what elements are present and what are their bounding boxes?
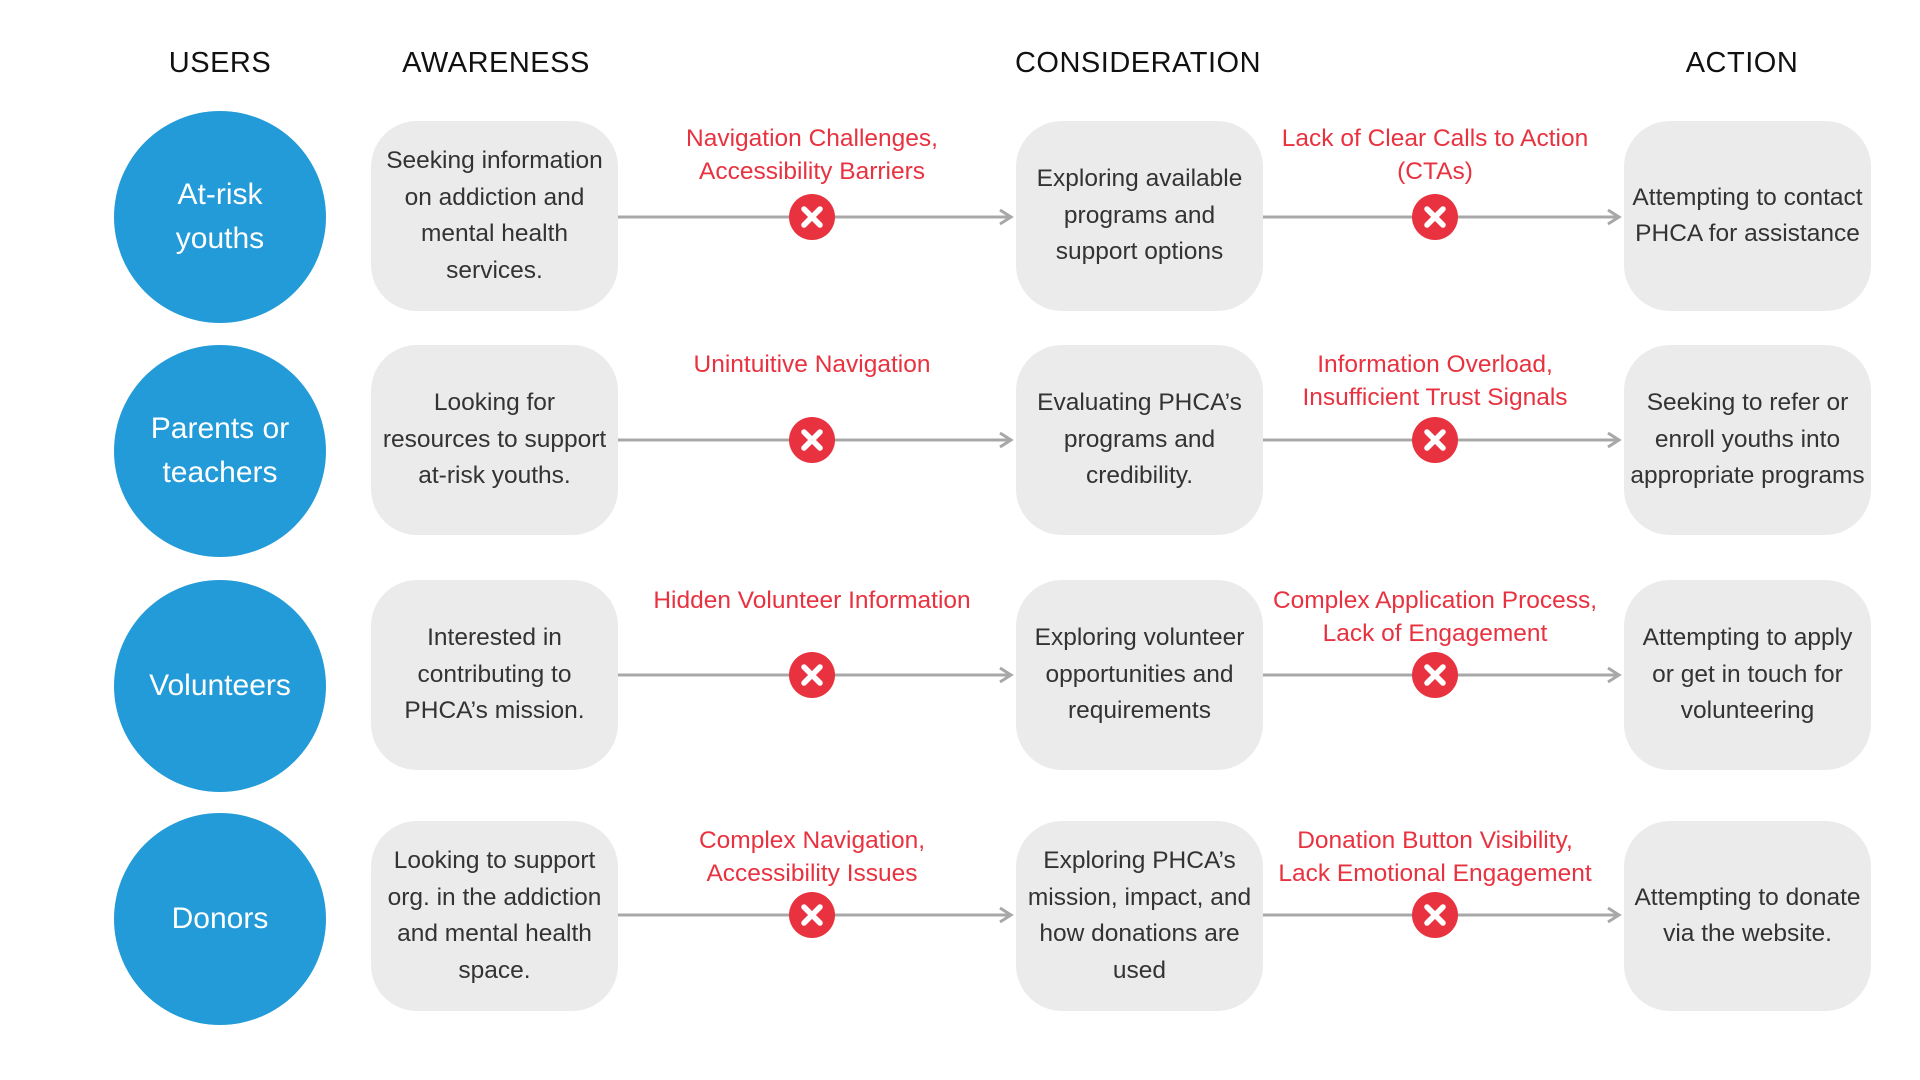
header-action: ACTION xyxy=(1685,47,1799,79)
action-box: Attempting to contact PHCA for assistanc… xyxy=(1624,121,1871,311)
barrier-label: Unintuitive Navigation xyxy=(694,349,931,382)
action-box: Seeking to refer or enroll youths into a… xyxy=(1624,345,1871,535)
header-consideration: CONSIDERATION xyxy=(1014,47,1262,79)
header-awareness: AWARENESS xyxy=(402,47,590,79)
awareness-box: Seeking information on addiction and men… xyxy=(371,121,618,311)
consideration-box: Evaluating PHCA’s programs and credibili… xyxy=(1016,345,1263,535)
journey-row: Parents or teachers Looking for resource… xyxy=(0,345,1920,557)
x-circle-icon xyxy=(789,417,835,463)
barrier-label: Hidden Volunteer Information xyxy=(653,585,970,618)
barrier-line: Information Overload, xyxy=(1317,351,1553,378)
barrier-label: Navigation Challenges, Accessibility Bar… xyxy=(686,123,938,188)
x-circle-icon xyxy=(1412,652,1458,698)
action-box: Attempting to apply or get in touch for … xyxy=(1624,580,1871,770)
barrier-line: Accessibility Barriers xyxy=(699,157,925,185)
barrier-line: Lack of Engagement xyxy=(1322,619,1548,647)
barrier-label: Information Overload, Insufficient Trust… xyxy=(1302,349,1567,414)
header-users: USERS xyxy=(168,47,272,79)
consideration-box: Exploring volunteer opportunities and re… xyxy=(1016,580,1263,770)
journey-row: Donors Looking to support org. in the ad… xyxy=(0,813,1920,1025)
user-circle: Volunteers xyxy=(114,580,326,792)
action-box: Attempting to donate via the website. xyxy=(1624,821,1871,1011)
barrier-line: Lack Emotional Engagement xyxy=(1278,859,1592,887)
awareness-box: Looking to support org. in the addiction… xyxy=(371,821,618,1011)
journey-row: Volunteers Interested in contributing to… xyxy=(0,580,1920,792)
barrier-line: Lack of Clear Calls to Action xyxy=(1281,125,1589,152)
user-circle: Parents or teachers xyxy=(114,345,326,557)
journey-row: At-risk youths Seeking information on ad… xyxy=(0,111,1920,323)
x-circle-icon xyxy=(1412,892,1458,938)
barrier-line: Donation Button Visibility, xyxy=(1297,827,1573,854)
barrier-line: Complex Application Process, xyxy=(1272,587,1598,614)
awareness-box: Looking for resources to support at-risk… xyxy=(371,345,618,535)
x-circle-icon xyxy=(789,652,835,698)
barrier-line: Unintuitive Navigation xyxy=(693,351,931,378)
user-circle: At-risk youths xyxy=(114,111,326,323)
x-circle-icon xyxy=(1412,194,1458,240)
x-circle-icon xyxy=(1412,417,1458,463)
x-circle-icon xyxy=(789,194,835,240)
barrier-label: Complex Navigation, Accessibility Issues xyxy=(699,825,925,890)
barrier-label: Lack of Clear Calls to Action (CTAs) xyxy=(1282,123,1588,188)
barrier-line: Hidden Volunteer Information xyxy=(653,587,971,614)
consideration-box: Exploring PHCA’s mission, impact, and ho… xyxy=(1016,821,1263,1011)
barrier-line: Accessibility Issues xyxy=(706,859,918,887)
x-circle-icon xyxy=(789,892,835,938)
barrier-label: Donation Button Visibility, Lack Emotion… xyxy=(1278,825,1591,890)
user-circle: Donors xyxy=(114,813,326,1025)
barrier-line: Navigation Challenges, xyxy=(686,125,938,152)
consideration-box: Exploring available programs and support… xyxy=(1016,121,1263,311)
awareness-box: Interested in contributing to PHCA’s mis… xyxy=(371,580,618,770)
barrier-line: Complex Navigation, xyxy=(698,827,926,854)
barrier-line: (CTAs) xyxy=(1397,157,1473,185)
barrier-line: Insufficient Trust Signals xyxy=(1302,383,1568,411)
barrier-label: Complex Application Process, Lack of Eng… xyxy=(1273,585,1597,650)
